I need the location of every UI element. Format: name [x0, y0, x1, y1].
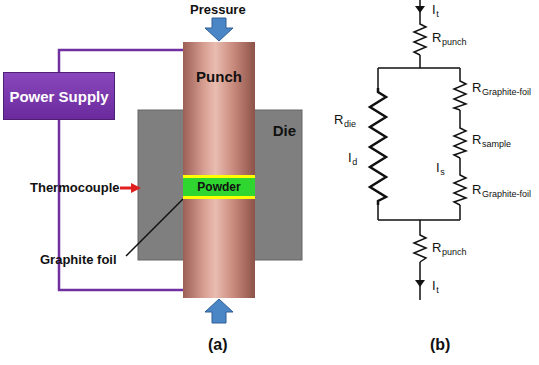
- subscript: punch: [442, 37, 467, 47]
- powder-layer: Powder: [183, 175, 255, 199]
- thermocouple-arrow: [120, 187, 132, 190]
- resistor-label: R: [472, 132, 481, 147]
- current-symbol: I: [432, 278, 436, 293]
- thermocouple-label: Thermocouple: [30, 180, 120, 195]
- panel-label: (a): [208, 336, 228, 354]
- leader-line: [126, 199, 183, 256]
- current-arrowhead: [415, 6, 425, 13]
- subscript: Graphite-foil: [482, 189, 531, 199]
- subscript: die: [344, 119, 356, 129]
- power-supply-box: Power Supply: [3, 72, 115, 120]
- subscript: s: [440, 167, 445, 177]
- pressure-arrow: [205, 18, 233, 41]
- resistor-symbol: [414, 232, 426, 262]
- resistor-symbol: [370, 88, 386, 205]
- power-wire: [59, 50, 183, 72]
- resistor-label: R: [472, 80, 481, 95]
- resistor-label: R: [432, 30, 441, 45]
- resistor-symbol: [414, 20, 426, 55]
- current-arrowhead: [415, 280, 425, 287]
- current-symbol: I: [436, 160, 440, 175]
- node-text: Powder: [197, 180, 240, 194]
- node-text: Die: [273, 122, 296, 139]
- pressure-arrow: [205, 299, 233, 323]
- panel-label: (b): [430, 336, 450, 354]
- resistor-symbol: [454, 125, 466, 158]
- current-symbol: I: [348, 150, 352, 165]
- resistor-label: R: [432, 240, 441, 255]
- node-text: Punch: [196, 68, 242, 85]
- current-symbol: I: [432, 2, 436, 17]
- resistor-label: R: [472, 182, 481, 197]
- graphite-foil-label: Graphite foil: [40, 252, 117, 267]
- subscript: t: [436, 9, 439, 19]
- subscript: t: [436, 285, 439, 295]
- resistor-label: R: [334, 112, 343, 127]
- punch-cylinder: Punch: [183, 42, 255, 298]
- thermocouple-arrowhead: [131, 183, 141, 193]
- subscript: punch: [442, 247, 467, 257]
- pressure-label: Pressure: [190, 2, 246, 17]
- resistor-symbol: [454, 78, 466, 110]
- subscript: d: [352, 157, 357, 167]
- node-text: Power Supply: [9, 88, 108, 105]
- subscript: sample: [482, 139, 511, 149]
- resistor-symbol: [454, 172, 466, 205]
- subscript: Graphite-foil: [482, 87, 531, 97]
